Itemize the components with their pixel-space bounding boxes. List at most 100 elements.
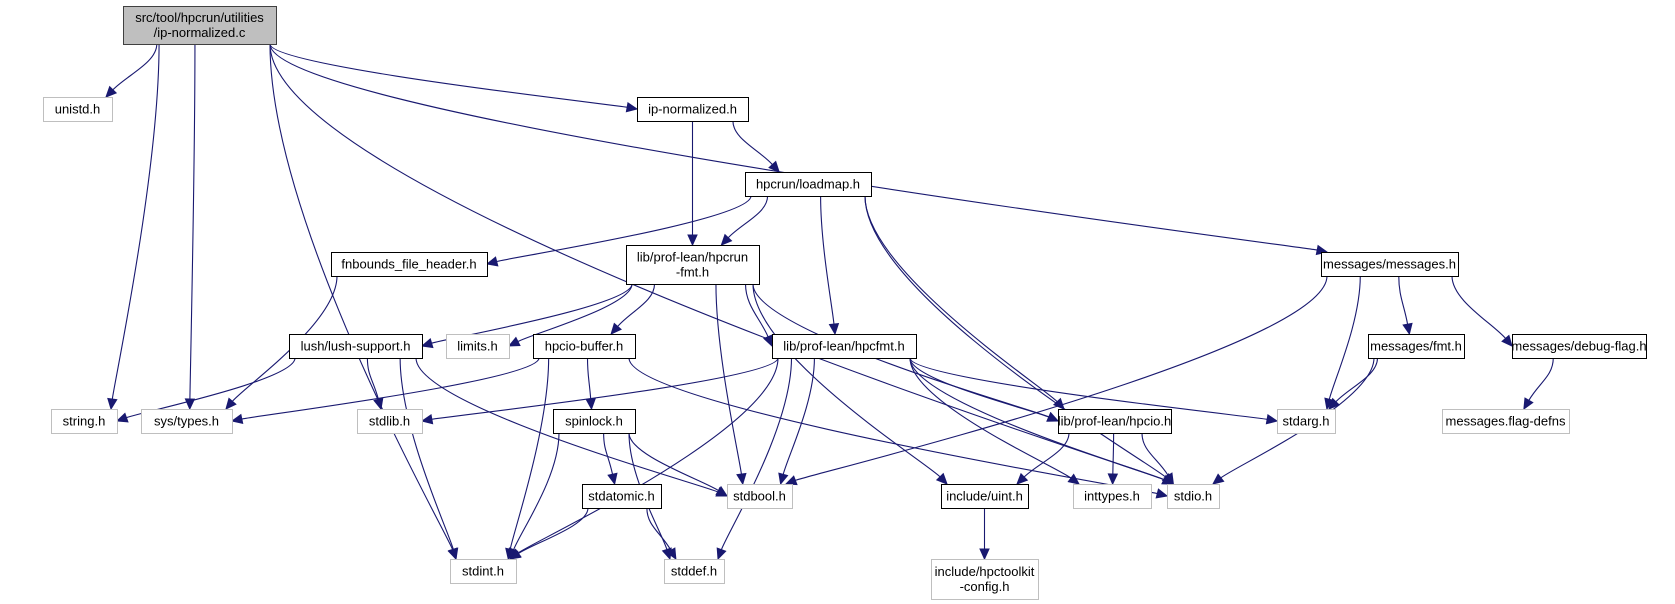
node-box	[582, 484, 662, 509]
node-hpciobuf[interactable]: hpcio-buffer.h	[533, 334, 636, 359]
edge-line	[1141, 432, 1169, 476]
edge-ipnorm_h-to-loadmap	[732, 120, 780, 173]
node-stdatomic[interactable]: stdatomic.h	[582, 484, 662, 509]
edge-hpciobuf-to-stdint	[505, 357, 550, 561]
node-hpcrunfmt[interactable]: lib/prof-lean/hpcrun-fmt.h	[626, 245, 760, 285]
node-box	[941, 484, 1029, 509]
node-label: ip-normalized.h	[648, 102, 737, 117]
edge-line	[909, 357, 1165, 481]
arrowhead-icon	[420, 413, 434, 425]
edge-messages-to-msgfmt	[1398, 275, 1413, 336]
edge-line	[1112, 432, 1115, 475]
node-label: stdint.h	[462, 564, 504, 579]
node-stdio: stdio.h	[1167, 484, 1220, 509]
node-string: string.h	[51, 409, 118, 434]
edge-hpcrunfmt-to-hpcfmt	[744, 283, 773, 348]
node-unistd: unistd.h	[43, 97, 113, 122]
node-box	[450, 559, 517, 584]
node-spinlock[interactable]: spinlock.h	[553, 409, 636, 434]
edge-line	[1451, 275, 1506, 339]
arrowhead-icon	[1163, 472, 1175, 486]
node-stdint: stdint.h	[450, 559, 517, 584]
node-label: stdatomic.h	[588, 489, 654, 504]
node-loadmap[interactable]: hpcrun/loadmap.h	[745, 172, 872, 197]
arrowhead-icon	[1212, 473, 1225, 485]
edge-line	[820, 195, 835, 325]
edge-line	[111, 43, 160, 400]
arrowhead-icon	[828, 323, 840, 336]
arrowhead-icon	[1046, 412, 1060, 422]
arrowhead-icon	[979, 548, 990, 561]
edge-line	[720, 357, 793, 550]
node-box	[446, 334, 510, 359]
arrowhead-icon	[373, 397, 384, 411]
arrowhead-icon	[625, 101, 639, 113]
edge-line	[241, 357, 540, 420]
arrowhead-icon	[610, 322, 622, 335]
arrowhead-icon	[1328, 397, 1341, 410]
edge-line	[399, 357, 454, 550]
arrowhead-icon	[105, 85, 118, 98]
arrowhead-icon	[1501, 334, 1513, 347]
edge-root-to-systypes	[184, 43, 196, 411]
arrowhead-icon	[507, 336, 521, 347]
node-messages[interactable]: messages/messages.h	[1321, 252, 1459, 277]
edge-line	[431, 357, 779, 420]
edge-line	[752, 283, 941, 478]
edge-line	[628, 432, 719, 492]
node-root[interactable]: src/tool/hpcrun/utilities/ip-normalized.…	[123, 6, 277, 45]
edge-loadmap-to-fnbounds	[485, 195, 752, 267]
edge-hpcfmt-to-stdarg	[909, 357, 1279, 425]
node-box	[553, 409, 636, 434]
edge-line	[1398, 275, 1409, 325]
edge-hpciobuf-to-spinlock	[585, 357, 596, 411]
arrowhead-icon	[1402, 322, 1413, 336]
node-msgfmt[interactable]: messages/fmt.h	[1368, 334, 1465, 359]
arrowhead-icon	[1016, 472, 1029, 485]
arrowhead-icon	[448, 547, 459, 561]
node-label: -fmt.h	[676, 265, 709, 280]
node-hpcio[interactable]: lib/prof-lean/hpcio.h	[1058, 409, 1172, 434]
edge-spinlock-to-stdbool	[628, 432, 729, 497]
node-uint[interactable]: include/uint.h	[941, 484, 1029, 509]
arrowhead-icon	[485, 256, 499, 267]
node-label: src/tool/hpcrun/utilities	[135, 10, 264, 25]
node-label: -config.h	[960, 579, 1010, 594]
node-hpcfmt[interactable]: lib/prof-lean/hpcfmt.h	[772, 334, 917, 359]
node-box	[51, 409, 118, 434]
node-flagdefns: messages.flag-defns	[1442, 409, 1570, 434]
edge-spinlock-to-stdint	[508, 432, 560, 561]
arrowhead-icon	[1155, 488, 1169, 499]
edge-line	[1023, 432, 1070, 478]
node-box	[1058, 409, 1172, 434]
node-label: fnbounds_file_header.h	[341, 257, 476, 272]
node-lush[interactable]: lush/lush-support.h	[289, 334, 423, 359]
edge-lush-to-stdlib	[366, 357, 384, 411]
arrowhead-icon	[508, 548, 522, 560]
node-label: /ip-normalized.c	[154, 25, 246, 40]
node-label: stdbool.h	[733, 489, 786, 504]
edge-line	[603, 432, 614, 475]
arrowhead-icon	[1265, 414, 1279, 425]
edges-layer	[105, 43, 1554, 561]
node-fnbounds[interactable]: fnbounds_file_header.h	[331, 252, 488, 277]
node-debugflag[interactable]: messages/debug-flag.h	[1511, 334, 1647, 359]
node-box	[745, 172, 872, 197]
edge-hpcfmt-to-stdint	[509, 357, 779, 560]
nodes-layer: src/tool/hpcrun/utilities/ip-normalized.…	[43, 6, 1647, 600]
node-box	[1368, 334, 1465, 359]
node-label: stdarg.h	[1283, 414, 1330, 429]
node-label: lib/prof-lean/hpcfmt.h	[783, 339, 904, 354]
edge-hpcrunfmt-to-uint	[752, 283, 948, 485]
arrowhead-icon	[778, 472, 789, 486]
edge-hpcrunfmt-to-stdbool	[715, 283, 747, 486]
edge-uint-to-hpctoolkit	[979, 508, 990, 561]
node-label: unistd.h	[55, 102, 101, 117]
edge-stdatomic-to-stddef	[646, 507, 677, 561]
arrowhead-icon	[687, 234, 698, 247]
node-ipnorm_h[interactable]: ip-normalized.h	[637, 97, 749, 122]
node-stdlib: stdlib.h	[357, 409, 423, 434]
node-box	[357, 409, 423, 434]
arrowhead-icon	[736, 472, 747, 486]
edge-line	[431, 283, 633, 344]
